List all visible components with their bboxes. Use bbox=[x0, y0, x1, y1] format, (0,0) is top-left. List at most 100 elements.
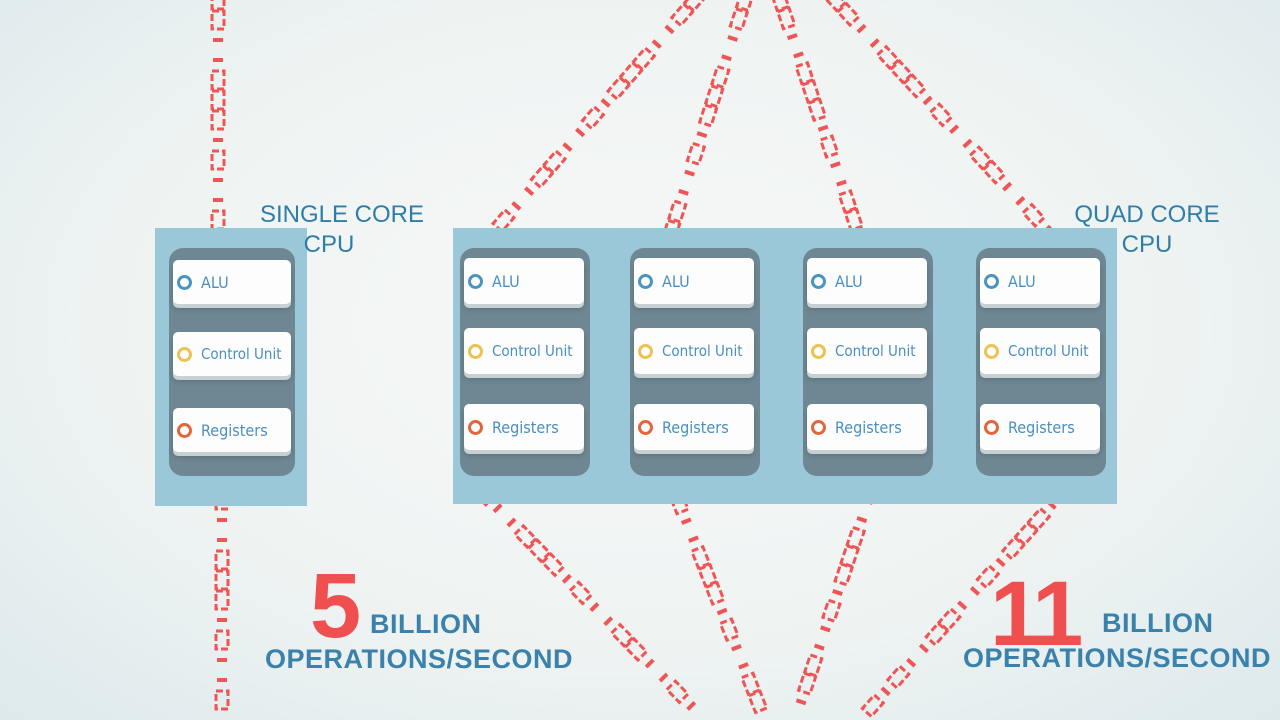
bit-zero bbox=[924, 621, 950, 647]
bit-zero bbox=[689, 544, 712, 570]
bit-zero bbox=[818, 134, 840, 159]
bit-one bbox=[561, 573, 572, 584]
bit-zero bbox=[214, 629, 230, 651]
bit-zero bbox=[728, 6, 750, 32]
bit-one bbox=[731, 643, 742, 652]
single-alu-block: ALU bbox=[173, 260, 291, 304]
component-label: Control Unit bbox=[662, 342, 743, 360]
bit-zero bbox=[210, 89, 226, 111]
bit-stream bbox=[660, 0, 756, 244]
quad-core-1-registers-block: Registers bbox=[464, 404, 584, 450]
bit-zero bbox=[526, 537, 552, 564]
component-label: Control Unit bbox=[492, 342, 573, 360]
bit-zero bbox=[718, 617, 741, 643]
bit-one bbox=[962, 138, 973, 149]
circle-marker-icon bbox=[638, 419, 653, 435]
bit-one bbox=[603, 616, 614, 627]
circle-marker-icon bbox=[468, 419, 483, 435]
component-label: ALU bbox=[1008, 271, 1036, 291]
bit-one bbox=[738, 662, 749, 670]
component-label: ALU bbox=[835, 271, 863, 291]
single-core-cpu-panel: ALU Control Unit Registers bbox=[155, 228, 307, 506]
bit-zero bbox=[697, 103, 719, 128]
circle-marker-icon bbox=[984, 419, 999, 435]
bit-zero bbox=[567, 580, 594, 606]
bit-one bbox=[836, 179, 847, 187]
bit-zero bbox=[490, 207, 517, 234]
bit-one bbox=[688, 535, 699, 543]
circle-marker-icon bbox=[177, 274, 192, 290]
bit-one bbox=[511, 201, 522, 211]
bit-one bbox=[820, 625, 831, 633]
bit-zero bbox=[837, 189, 859, 214]
circle-marker-icon bbox=[468, 273, 483, 289]
bit-one bbox=[680, 517, 692, 525]
bit-zero bbox=[512, 523, 539, 550]
quad-core-4-registers-block: Registers bbox=[980, 404, 1100, 450]
bit-zero bbox=[210, 149, 226, 171]
circle-marker-icon bbox=[984, 273, 999, 289]
bit-one bbox=[524, 186, 535, 196]
bit-zero bbox=[875, 44, 901, 71]
bit-zero bbox=[710, 64, 731, 90]
quad-ops-number: 11 bbox=[990, 563, 1083, 665]
bit-one bbox=[651, 39, 662, 49]
circle-marker-icon bbox=[811, 419, 826, 435]
component-label: ALU bbox=[662, 271, 690, 291]
bit-zero bbox=[704, 580, 726, 607]
bit-zero bbox=[210, 69, 226, 91]
bit-one bbox=[1015, 196, 1026, 206]
bit-one bbox=[995, 557, 1006, 568]
circle-marker-icon bbox=[984, 343, 999, 359]
component-label: Control Unit bbox=[201, 345, 282, 363]
bit-zero bbox=[669, 1, 695, 28]
bit-zero bbox=[210, 209, 226, 231]
component-label: Control Unit bbox=[1008, 342, 1089, 360]
bit-zero bbox=[734, 0, 756, 13]
bit-zero bbox=[1020, 202, 1047, 229]
component-label: ALU bbox=[492, 271, 520, 291]
bit-zero bbox=[664, 679, 691, 705]
bit-zero bbox=[901, 73, 928, 99]
bit-one bbox=[813, 643, 825, 651]
bit-zero bbox=[703, 83, 725, 109]
bit-zero bbox=[806, 97, 828, 123]
single-control-unit-block: Control Unit bbox=[173, 332, 291, 376]
bit-zero bbox=[833, 561, 855, 587]
bit-one bbox=[644, 658, 655, 669]
title-line: CPU bbox=[1121, 231, 1173, 258]
bit-stream bbox=[214, 469, 230, 711]
bit-one bbox=[795, 698, 807, 706]
bit-one bbox=[906, 657, 917, 668]
bit-one bbox=[856, 516, 868, 524]
bit-one bbox=[658, 672, 669, 683]
bit-one bbox=[575, 127, 586, 138]
bit-zero bbox=[794, 60, 816, 86]
bit-one bbox=[716, 607, 728, 616]
bit-zero bbox=[609, 622, 635, 649]
bit-zero bbox=[981, 159, 1007, 186]
circle-marker-icon bbox=[177, 422, 192, 438]
bit-zero bbox=[696, 562, 719, 588]
bit-zero bbox=[214, 689, 230, 711]
bit-zero bbox=[796, 671, 818, 696]
bit-one bbox=[957, 600, 968, 611]
single-core: ALU Control Unit Registers bbox=[169, 248, 295, 476]
quad-core-4-alu-block: ALU bbox=[980, 258, 1100, 304]
bit-one bbox=[696, 131, 708, 139]
quad-ops-unit: BILLION bbox=[1102, 608, 1214, 638]
bit-zero bbox=[746, 689, 769, 715]
bit-zero bbox=[739, 671, 762, 697]
quad-core-3-control-unit-block: Control Unit bbox=[807, 328, 927, 374]
component-label: Registers bbox=[492, 417, 559, 437]
bit-zero bbox=[885, 664, 911, 690]
bit-one bbox=[492, 503, 503, 514]
circle-marker-icon bbox=[638, 343, 653, 359]
bit-zero bbox=[769, 0, 791, 13]
bit-one bbox=[721, 54, 732, 62]
bit-zero bbox=[975, 563, 1001, 590]
bit-zero bbox=[822, 0, 848, 13]
